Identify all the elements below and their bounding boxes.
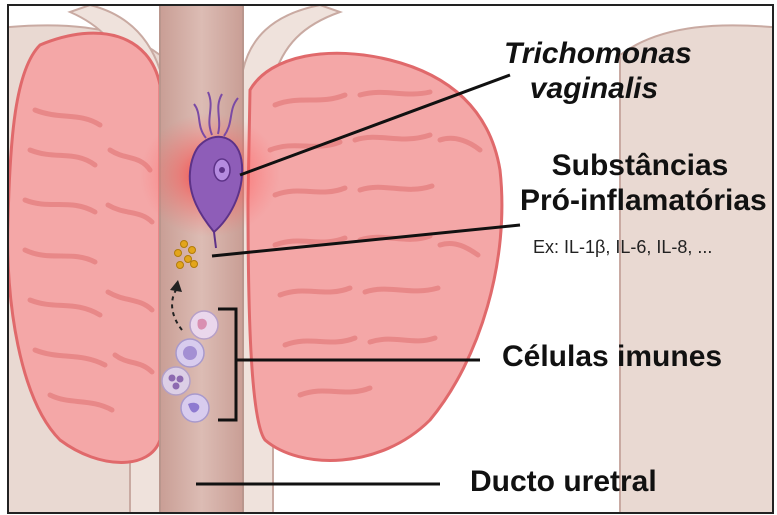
substances-label-line1: Substâncias [520, 148, 760, 183]
cytokine-examples-label: Ex: IL-1β, IL-6, IL-8, ... [533, 237, 712, 258]
organism-label: Trichomonas vaginalis [504, 36, 684, 106]
substances-label: Substâncias Pró-inflamatórias [520, 148, 760, 218]
immune-cells-label: Células imunes [502, 340, 722, 374]
urethral-duct-label: Ducto uretral [470, 465, 657, 499]
organism-label-line2: vaginalis [504, 71, 684, 106]
right-gland-lobe [248, 53, 502, 460]
substances-label-line2: Pró-inflamatórias [520, 183, 760, 218]
organism-label-line1: Trichomonas [504, 36, 684, 71]
urethral-duct [160, 0, 243, 515]
